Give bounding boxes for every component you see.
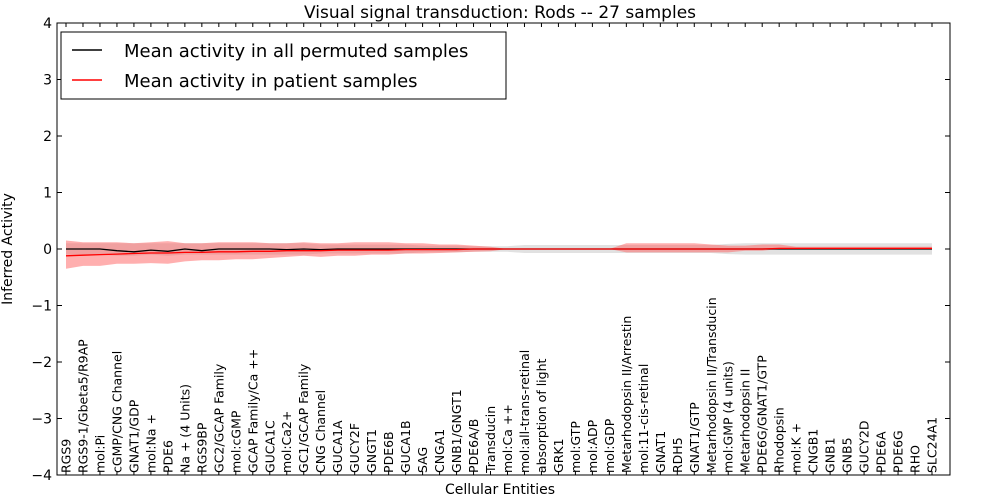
x-tick-label: CNGB1 — [806, 429, 821, 473]
x-tick-label: GNAT1/GTP — [687, 402, 702, 473]
x-tick-label: PDE6G — [891, 430, 906, 473]
x-tick-label: Metarhodopsin II/Arrestin — [619, 316, 634, 473]
x-tick-label: CNG Channel — [313, 390, 328, 473]
x-tick-label: mol:ADP — [585, 419, 600, 473]
x-tick-label: GRK1 — [551, 438, 566, 473]
y-tick-label: 3 — [43, 73, 52, 89]
x-tick-label: GCAP Family/Ca ++ — [245, 349, 260, 473]
x-tick-label: RGS9-1/Gbeta5/R9AP — [76, 339, 91, 473]
band-patient — [66, 240, 932, 269]
legend-label-permuted: Mean activity in all permuted samples — [124, 41, 468, 62]
x-tick-label: SLC24A1 — [925, 417, 940, 473]
x-tick-label: mol:11-cis-retinal — [636, 364, 651, 473]
y-axis-label: Inferred Activity — [0, 193, 16, 305]
y-tick-label: −2 — [31, 355, 52, 371]
x-tick-label: mol:GTP — [568, 421, 583, 473]
y-tick-label: 0 — [43, 242, 52, 258]
x-tick-label: absorption of light — [534, 358, 549, 473]
x-tick-label: mol:GMP (4 units) — [721, 361, 736, 473]
y-tick-label: −3 — [31, 412, 52, 428]
x-tick-label: RGS9BP — [194, 422, 209, 473]
x-tick-label: RHO — [908, 445, 923, 473]
x-tick-label: GUCY2F — [347, 423, 362, 473]
y-tick-label: −1 — [31, 299, 52, 315]
x-tick-label: GNB1/GNGT1 — [449, 389, 464, 473]
x-tick-label: PDE6 — [160, 440, 175, 473]
x-tick-label: PDE6G/GNAT1/GTP — [755, 355, 770, 473]
x-tick-label: PDE6A — [874, 431, 889, 473]
x-tick-label: GUCA1C — [262, 420, 277, 473]
x-tick-label: Transducin — [483, 406, 498, 474]
x-tick-label: GUCA1A — [330, 420, 345, 473]
x-tick-label: GUCA1B — [398, 420, 413, 473]
x-tick-label: GC2/GCAP Family — [211, 363, 226, 473]
x-tick-label: mol:cGMP — [228, 410, 243, 473]
y-axis-ticks: 4 3 2 1 0 −1 −2 −3 −4 — [31, 16, 950, 484]
x-tick-label: Metarhodopsin II/Transducin — [704, 297, 719, 473]
x-tick-label: GC1/GCAP Family — [296, 363, 311, 473]
x-tick-label: mol:Na + — [143, 414, 158, 473]
x-tick-label: mol:all-trans-retinal — [517, 350, 532, 473]
y-tick-label: 1 — [43, 186, 52, 202]
x-tick-label: GNB1 — [823, 437, 838, 473]
chart-title: Visual signal transduction: Rods -- 27 s… — [304, 3, 696, 23]
x-tick-label: PDE6A/B — [466, 419, 481, 473]
x-tick-label: mol:Pi — [93, 435, 108, 473]
x-tick-label: mol:Ca ++ — [500, 404, 515, 473]
x-tick-label: RGS9 — [59, 439, 74, 473]
x-tick-label: RDH5 — [670, 437, 685, 473]
x-tick-label: mol:GDP — [602, 418, 617, 473]
x-tick-label: PDE6B — [381, 431, 396, 473]
confidence-bands — [66, 240, 932, 269]
legend-label-patient: Mean activity in patient samples — [124, 71, 418, 92]
x-tick-label: GNAT1/GDP — [126, 399, 141, 473]
legend-box — [60, 31, 507, 100]
x-tick-label: CNGA1 — [432, 429, 447, 473]
x-tick-label: SAG — [415, 447, 430, 473]
x-tick-label: GNGT1 — [364, 429, 379, 473]
x-axis-label: Cellular Entities — [445, 482, 555, 498]
y-tick-label: −4 — [31, 468, 52, 484]
x-tick-label: Rhodopsin — [772, 407, 787, 473]
y-tick-label: 2 — [43, 129, 52, 145]
series-line-patient — [65, 247, 932, 257]
x-tick-label: Metarhodopsin II — [738, 369, 753, 473]
x-tick-label: mol:Ca2+ — [279, 411, 294, 473]
x-tick-label: mol:K + — [789, 423, 804, 473]
x-tick-label: Na + (4 Units) — [177, 384, 192, 473]
x-tick-label: GUCY2D — [857, 420, 872, 473]
legend: Mean activity in all permuted samples Me… — [60, 31, 507, 100]
x-tick-label: GNB5 — [840, 437, 855, 473]
series-lines — [65, 247, 932, 257]
x-tick-label: GNAT1 — [653, 431, 668, 473]
y-tick-label: 4 — [43, 16, 52, 32]
x-tick-label: cGMP/CNG Channel — [109, 351, 124, 473]
